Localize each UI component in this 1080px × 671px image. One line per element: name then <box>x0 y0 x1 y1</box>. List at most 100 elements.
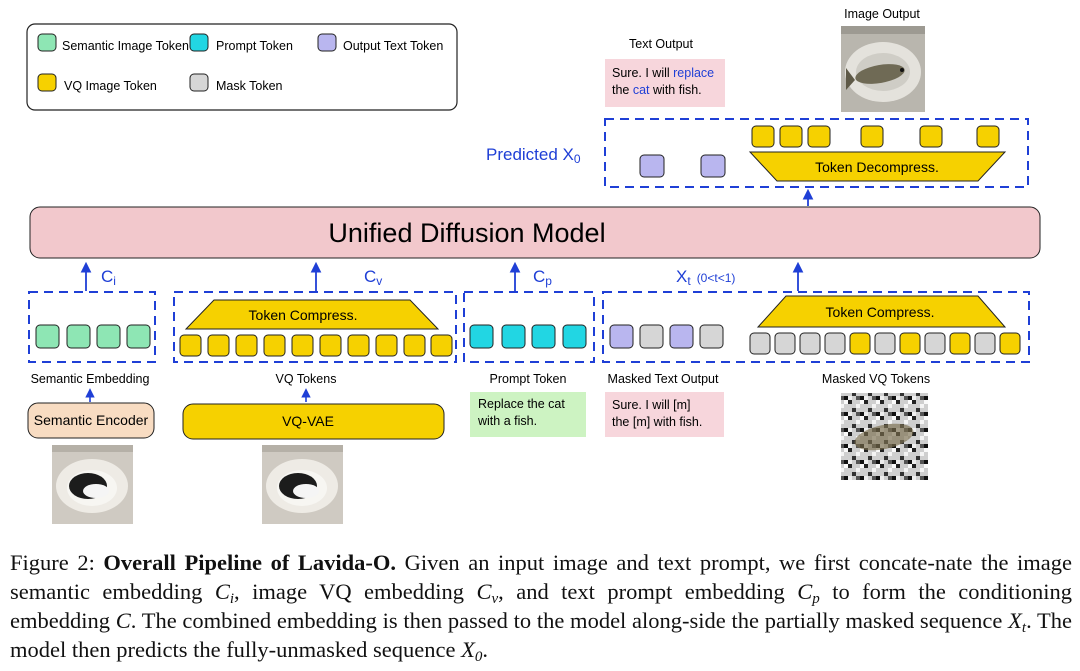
predicted-sub: 0 <box>574 152 581 166</box>
predicted-output-text-token-1 <box>639 154 665 178</box>
caption-text-7: . <box>482 637 488 662</box>
cat-input-image-1 <box>52 445 133 524</box>
caption-text-2: , image VQ embedding <box>234 579 477 604</box>
caption-xt-sub: t <box>1021 620 1027 636</box>
text-output-part-3: the <box>612 83 633 97</box>
fish-output-image <box>841 26 925 112</box>
predicted-x0-label: Predicted X0 <box>486 145 581 166</box>
prompt-text-line1: Replace the cat <box>478 397 565 411</box>
vq-token-5 <box>291 334 314 357</box>
semantic-encoder-label: Semantic Encoder <box>34 412 149 428</box>
token-decompress-trapezoid <box>748 151 1007 182</box>
vq-token-4 <box>263 334 286 357</box>
predicted-vq-token-1 <box>751 125 775 148</box>
masked-vq-slot-4 <box>824 332 846 355</box>
vq-token-2 <box>207 334 230 357</box>
legend-label-prompt: Prompt Token <box>216 39 293 53</box>
masked-text-line2: the [m] with fish. <box>612 415 702 429</box>
masked-text-line1: Sure. I will [m] <box>612 398 691 412</box>
caption-ci: C <box>214 579 230 604</box>
masked-vq-slot-9 <box>949 332 971 355</box>
cv-sub: v <box>376 274 382 288</box>
vq-vae-label: VQ-VAE <box>282 413 334 429</box>
semantic-encoder-box <box>27 402 155 439</box>
caption-cp-sub: p <box>812 591 820 607</box>
masked-text-box <box>605 392 724 437</box>
legend-frame <box>26 23 458 111</box>
ci-letter: C <box>101 267 113 286</box>
ci-sub: i <box>113 274 116 288</box>
masked-vq-slot-1 <box>749 332 771 355</box>
cv-letter: C <box>364 267 376 286</box>
text-output-line2: the cat with fish. <box>612 83 702 97</box>
caption-ci-sub: i <box>229 591 235 607</box>
predicted-vq-token-3 <box>807 125 831 148</box>
caption-text-1: Given an input image and text prompt, we… <box>10 550 1072 604</box>
vq-token-3 <box>235 334 258 357</box>
masked-output-text-token-2 <box>669 324 694 349</box>
text-output-part-2: replace <box>673 66 714 80</box>
caption-cp: C <box>797 579 813 604</box>
token-compress-trapezoid-b <box>756 295 1007 328</box>
legend-swatch-prompt <box>189 33 209 52</box>
cv-label: Cv <box>364 267 382 288</box>
legend: Semantic Image Token Prompt Token Output… <box>26 23 458 111</box>
predicted-vq-token-2 <box>779 125 803 148</box>
xt-letter: X <box>676 267 687 286</box>
token-decompress-label: Token Decompress. <box>815 159 939 175</box>
prompt-text-line2: with a fish. <box>477 414 537 428</box>
unified-diffusion-model <box>29 206 1041 259</box>
cp-label: Cp <box>533 267 552 288</box>
masked-vq-image <box>841 393 928 480</box>
vq-token-7 <box>347 334 370 357</box>
legend-swatch-vq <box>37 73 57 92</box>
text-output-part-5: with fish. <box>650 83 702 97</box>
caption-text-5: . The combined embedding is then passed … <box>130 608 1009 633</box>
predicted-vq-token-4 <box>860 125 884 148</box>
masked-vq-slot-2 <box>774 332 796 355</box>
semantic-token-2 <box>66 324 91 349</box>
masked-text-output-label: Masked Text Output <box>608 372 719 386</box>
text-output-label: Text Output <box>629 37 693 51</box>
xt-sub: t <box>687 274 691 288</box>
predicted-vq-token-6 <box>976 125 1000 148</box>
vq-token-8 <box>375 334 398 357</box>
masked-vq-slot-8 <box>924 332 946 355</box>
text-output-box <box>605 59 725 107</box>
caption-figure-label: Figure 2: <box>10 550 104 575</box>
prompt-token-2 <box>501 324 526 349</box>
masked-output-text-token-1 <box>609 324 634 349</box>
legend-swatch-mask <box>189 73 209 92</box>
semantic-embedding-frame <box>28 291 156 363</box>
legend-swatch-semantic <box>37 33 57 52</box>
text-output-part-1: Sure. I will <box>612 66 673 80</box>
vq-vae-box <box>182 403 445 440</box>
caption-text-4: to form the conditioning embedding <box>10 579 1073 633</box>
predicted-x: Predicted X <box>486 145 574 164</box>
masked-vq-tokens-label: Masked VQ Tokens <box>822 372 930 386</box>
caption-x0-sub: 0 <box>474 649 483 665</box>
masked-sequence-frame <box>602 291 1030 363</box>
masked-vq-slot-7 <box>899 332 921 355</box>
pipeline-diagram: Semantic Image Token Prompt Token Output… <box>26 7 1041 524</box>
caption-x0: X <box>461 637 475 662</box>
image-output-label: Image Output <box>844 7 920 21</box>
masked-vq-slot-10 <box>974 332 996 355</box>
legend-label-output-text: Output Text Token <box>343 39 443 53</box>
caption-cv-sub: v <box>491 591 499 607</box>
masked-vq-slot-6 <box>874 332 896 355</box>
caption-text-6: . The model then predicts the fully-unma… <box>10 608 1073 662</box>
text-output-line1: Sure. I will replace <box>612 66 714 80</box>
cat-input-image-2 <box>262 445 343 524</box>
unified-diffusion-model-label: Unified Diffusion Model <box>328 218 605 248</box>
masked-vq-slot-11 <box>999 332 1021 355</box>
prompt-text-box <box>470 392 586 437</box>
prompt-token-1 <box>469 324 494 349</box>
masked-vq-slot-5 <box>849 332 871 355</box>
token-compress-label-a: Token Compress. <box>249 307 358 323</box>
semantic-token-3 <box>96 324 121 349</box>
xt-label: Xt(0<t<1) <box>676 267 735 288</box>
legend-swatch-output-text <box>317 33 337 52</box>
cp-letter: C <box>533 267 545 286</box>
predicted-x0-frame <box>604 118 1029 188</box>
